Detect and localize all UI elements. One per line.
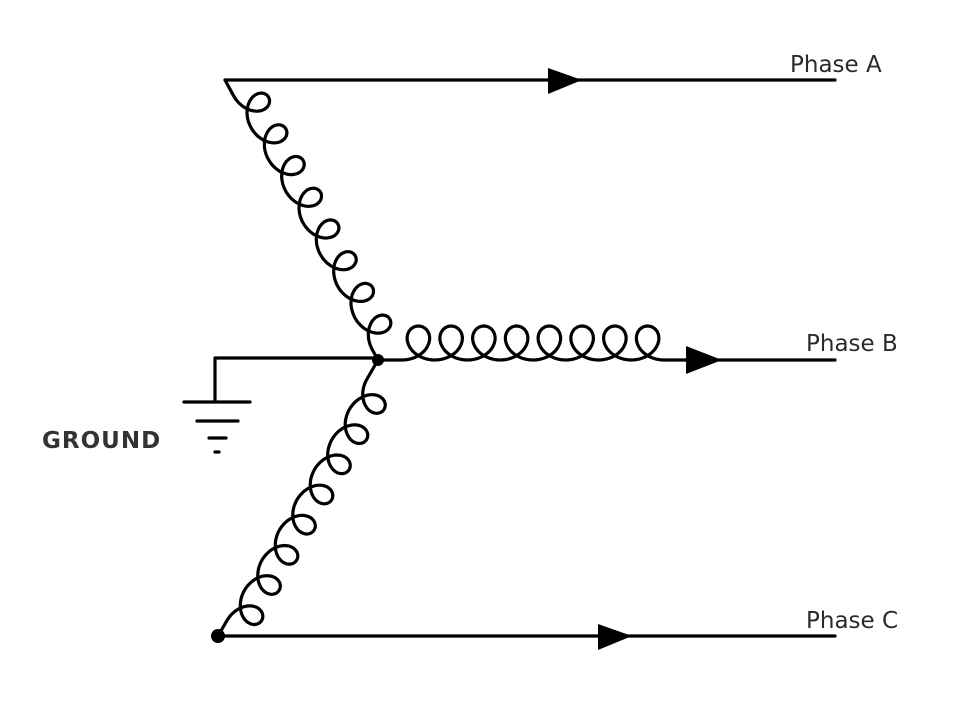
phase-b-arrow-icon (686, 346, 722, 374)
winding-a (223, 78, 393, 362)
ground-label: GROUND (42, 428, 161, 454)
ground-wire (213, 356, 380, 404)
winding-c (216, 358, 387, 638)
neutral-point-dot (372, 354, 384, 366)
phase-c-arrow-icon (598, 624, 632, 650)
phase-c-label: Phase C (806, 608, 898, 634)
ground-icon (182, 400, 252, 454)
winding-b (376, 324, 702, 362)
phase-b-label: Phase B (806, 331, 898, 357)
phase-a-label: Phase A (790, 52, 882, 78)
phase-a-arrow-icon (548, 68, 582, 94)
